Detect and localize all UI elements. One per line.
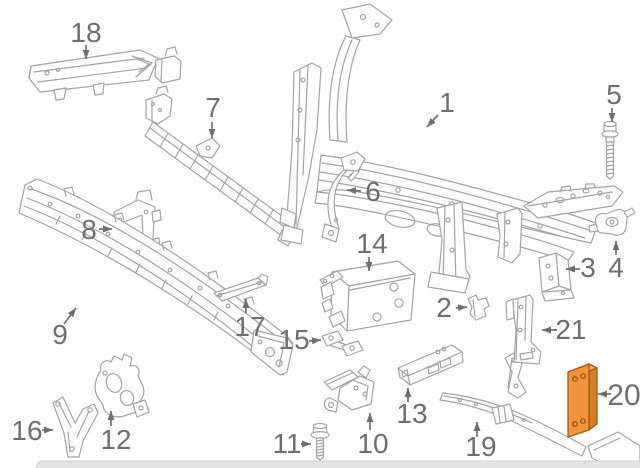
part-2-drawing [467,294,490,321]
callout-9: 9 [52,307,77,350]
part-5-drawing [601,120,619,180]
part-10-drawing [323,365,375,413]
callout-21: 21 [542,314,587,345]
part-8-label: 8 [81,214,97,245]
callout-12: 12 [100,411,132,455]
part-14-label: 14 [356,228,387,259]
part-15-drawing [321,330,364,357]
part-16-label: 16 [11,415,42,446]
part-3-label: 3 [580,252,596,283]
callout-14: 14 [356,228,388,271]
part-21-label: 21 [555,314,586,345]
part-6-label: 6 [365,176,381,207]
part-17-label: 17 [234,311,265,342]
part-5-label: 5 [606,79,622,110]
part-21-drawing [505,294,542,365]
part-6-drawing [321,151,366,243]
part-9-label: 9 [52,319,68,350]
part-1-label: 1 [439,87,455,118]
part-20-label: 20 [607,379,640,412]
part-20-drawing [567,363,598,438]
callout-18: 18 [70,17,102,59]
callout-20: 20 [598,379,640,412]
part-16-drawing [52,396,99,458]
part-3-drawing [538,252,575,302]
callout-15: 15 [278,324,322,355]
part-2-label: 2 [436,292,452,323]
part-1-drawing [279,3,624,294]
part-13-drawing [397,344,464,386]
part-14-drawing [319,260,416,332]
part-10-label: 10 [357,428,388,459]
callout-17: 17 [234,299,266,342]
callout-5: 5 [606,79,622,122]
part-15-label: 15 [278,324,309,355]
callout-3: 3 [566,252,596,283]
part-7-drawing [144,85,293,247]
part-13-label: 13 [396,398,427,429]
part-18-drawing [28,46,182,101]
part-7-label: 7 [205,92,221,123]
part-11-drawing [310,422,330,461]
callout-2: 2 [436,292,468,323]
callout-6: 6 [346,176,381,207]
part-18-label: 18 [70,17,101,48]
callout-4: 4 [608,241,624,283]
part-12-label: 12 [100,424,131,455]
part-11-label: 11 [272,428,301,459]
part-4-label: 4 [608,252,624,283]
part-17-drawing [213,273,269,302]
callout-7: 7 [205,92,221,138]
part-9-drawing [18,178,294,376]
callout-16: 16 [11,415,53,446]
callout-10: 10 [357,413,389,459]
callout-8: 8 [81,214,112,245]
callout-1: 1 [426,87,455,128]
bottom-strip [35,460,640,468]
part-12-drawing [94,353,150,418]
callout-11: 11 [272,428,311,459]
callout-13: 13 [396,388,428,429]
callout-19: 19 [465,422,497,462]
part-19-label: 19 [465,431,496,462]
part-4-drawing [588,207,636,236]
